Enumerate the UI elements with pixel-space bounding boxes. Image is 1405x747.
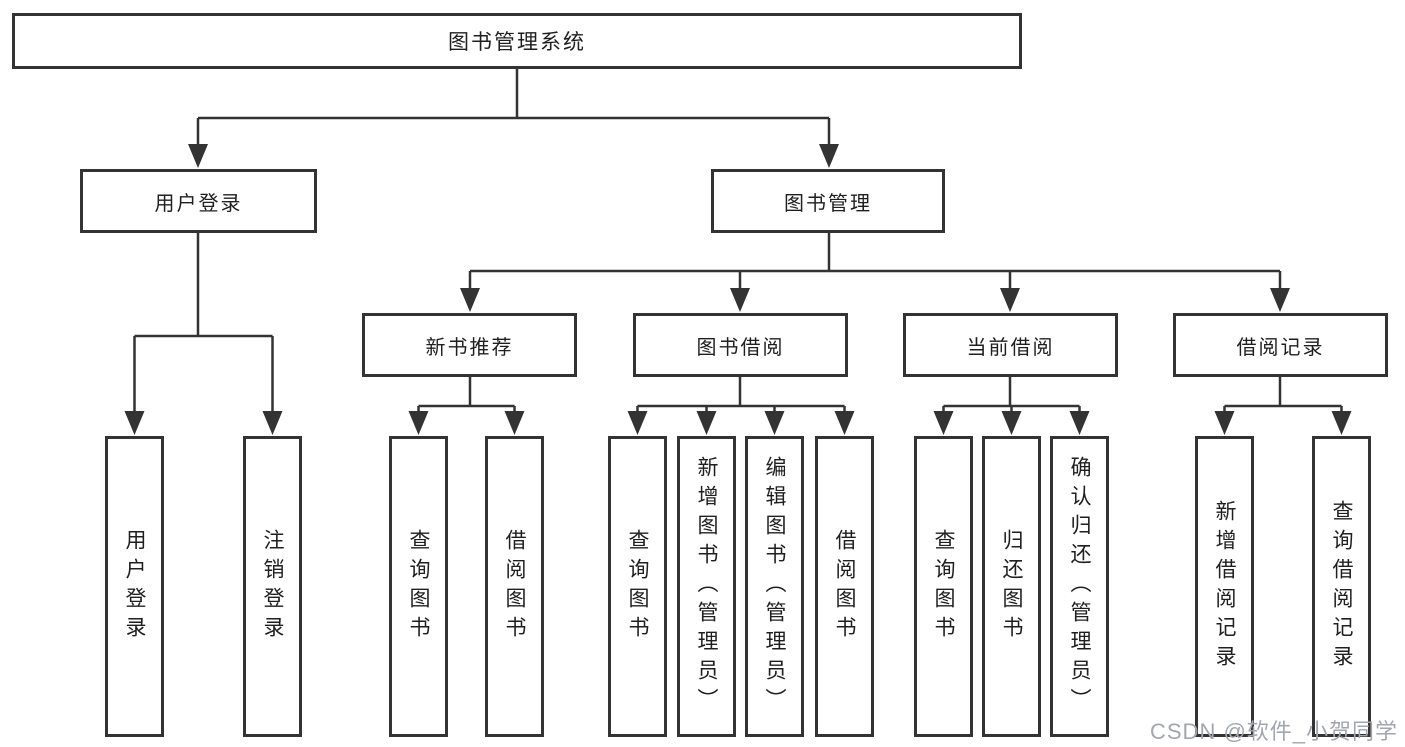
node-label: 图书管理: [784, 192, 872, 215]
node-book-management: 图书管理: [711, 169, 945, 233]
node-current-borrowing: 当前借阅: [903, 313, 1118, 377]
node-label: 借阅记录: [1236, 336, 1325, 359]
leaf-label: 用户登录: [123, 528, 146, 645]
arrowhead-icon: [627, 411, 648, 435]
node-label: 用户登录: [154, 192, 243, 215]
leaf-current-return-books: 归还图书: [982, 436, 1041, 737]
node-label: 新书推荐: [425, 336, 514, 359]
leaf-label: 查询图书: [626, 528, 649, 645]
arrowhead-icon: [1069, 411, 1090, 435]
leaf-user-login: 用户登录: [105, 436, 164, 737]
arrowhead-icon: [933, 411, 954, 435]
node-user-login: 用户登录: [80, 169, 317, 233]
leaf-label: 查询图书: [407, 528, 430, 645]
leaf-logout: 注销登录: [243, 436, 302, 737]
leaf-label: 新增图书（管理员）: [695, 456, 718, 717]
arrowhead-icon: [1214, 411, 1235, 435]
leaf-current-query-books: 查询图书: [914, 436, 973, 737]
node-borrowing-records: 借阅记录: [1173, 313, 1388, 377]
leaf-label: 借阅图书: [833, 528, 856, 645]
node-library-management-system: 图书管理系统: [12, 13, 1022, 69]
arrowhead-icon: [764, 411, 785, 435]
arrowhead-icon: [834, 411, 855, 435]
arrowhead-icon: [696, 411, 717, 435]
leaf-label: 新增借阅记录: [1213, 499, 1236, 674]
leaf-records-query-borrow-record: 查询借阅记录: [1312, 436, 1371, 737]
arrowhead-icon: [1270, 288, 1290, 312]
leaf-current-confirm-return-admin: 确认归还（管理员）: [1050, 436, 1109, 737]
arrowhead-icon: [460, 288, 480, 312]
leaf-label: 归还图书: [1000, 528, 1023, 645]
leaf-label: 确认归还（管理员）: [1068, 456, 1091, 717]
arrowhead-icon: [1331, 411, 1352, 435]
leaf-label: 查询借阅记录: [1330, 499, 1353, 674]
node-label: 图书借阅: [696, 336, 785, 359]
leaf-records-add-borrow-record: 新增借阅记录: [1195, 436, 1254, 737]
arrowhead-icon: [408, 411, 429, 435]
leaf-borrowing-query-books: 查询图书: [608, 436, 667, 737]
arrowhead-icon: [819, 144, 839, 168]
leaf-recommend-query-books: 查询图书: [389, 436, 448, 737]
node-label: 当前借阅: [966, 336, 1055, 359]
leaf-borrowing-add-books-admin: 新增图书（管理员）: [677, 436, 736, 737]
csdn-watermark: CSDN @软件_小贺同学: [1150, 719, 1399, 744]
leaf-label: 编辑图书（管理员）: [763, 456, 786, 717]
node-book-borrowing: 图书借阅: [633, 313, 848, 377]
arrowhead-icon: [262, 411, 283, 435]
arrowhead-icon: [188, 144, 208, 168]
leaf-borrowing-borrow-books: 借阅图书: [815, 436, 874, 737]
leaf-borrowing-edit-books-admin: 编辑图书（管理员）: [745, 436, 804, 737]
leaf-label: 注销登录: [261, 528, 284, 645]
leaf-recommend-borrow-books: 借阅图书: [485, 436, 544, 737]
arrowhead-icon: [1000, 288, 1020, 312]
leaf-label: 查询图书: [932, 528, 955, 645]
node-label: 图书管理系统: [448, 31, 586, 54]
arrowhead-icon: [730, 288, 750, 312]
arrowhead-icon: [124, 411, 145, 435]
leaf-label: 借阅图书: [503, 528, 526, 645]
arrowhead-icon: [504, 411, 525, 435]
arrowhead-icon: [1001, 411, 1022, 435]
node-new-book-recommendation: 新书推荐: [362, 313, 577, 377]
